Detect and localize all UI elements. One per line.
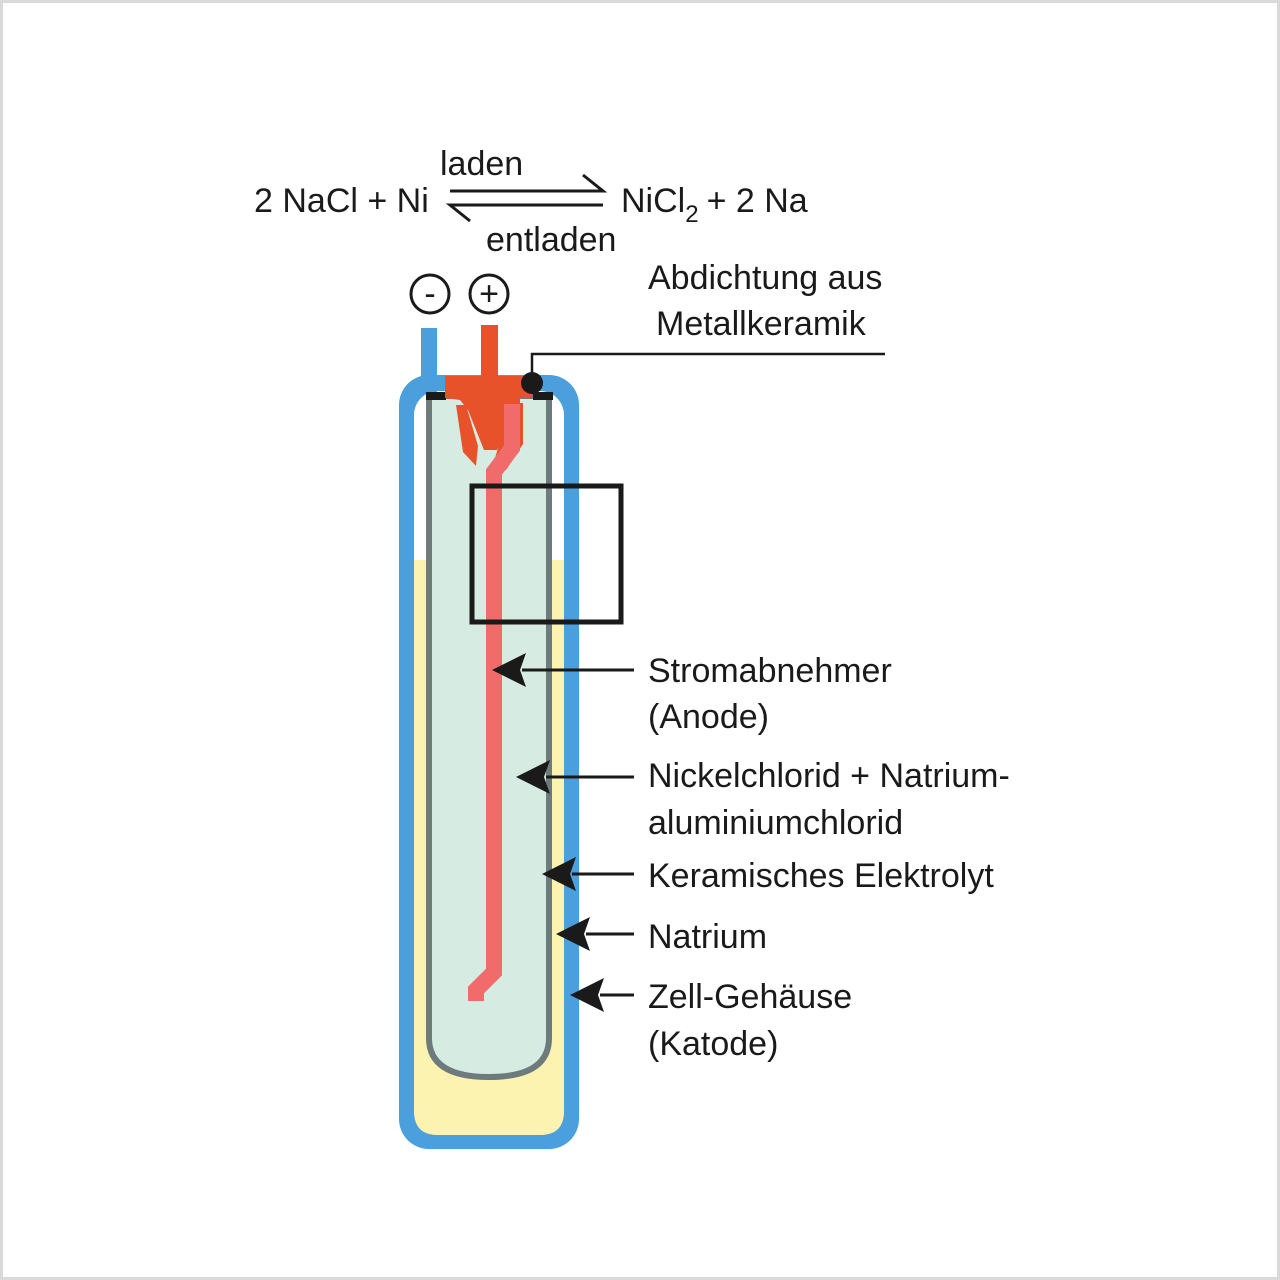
terminal-negative-symbol: - xyxy=(409,273,451,315)
negative-lead xyxy=(421,328,437,392)
nickel-chloride-label-line1: Nickelchlorid + Natrium- xyxy=(648,757,1010,795)
seal-label-line1: Abdichtung aus xyxy=(648,259,882,297)
equation-charge-label: laden xyxy=(440,145,523,183)
equilibrium-arrows-icon xyxy=(445,173,608,223)
terminal-positive-label: + xyxy=(479,275,499,313)
detail-highlight-box xyxy=(469,483,624,625)
equation-right-rest: + 2 Na xyxy=(707,182,808,220)
seal-cap-left xyxy=(426,392,446,400)
seal-leader-line xyxy=(530,352,885,383)
seal-label-line2: Metallkeramik xyxy=(656,305,867,343)
pointer-arrows xyxy=(492,653,634,1012)
electrolyte-arrow-icon xyxy=(542,857,634,891)
equation-discharge-label: entladen xyxy=(486,221,616,259)
housing-arrow-icon xyxy=(570,978,634,1012)
seal-cap-right xyxy=(533,392,553,400)
housing-label-line1: Zell-Gehäuse xyxy=(648,978,852,1016)
collector-label-line2: (Anode) xyxy=(648,698,769,736)
equation-nicl: NiCl xyxy=(621,182,685,220)
sodium-label: Natrium xyxy=(648,918,767,956)
nickel-chloride-arrow-icon xyxy=(516,760,634,794)
terminal-negative-label: - xyxy=(424,275,435,313)
sodium-arrow-icon xyxy=(556,917,634,951)
equation-subscript: 2 xyxy=(685,201,698,228)
equation-left-side: 2 NaCl + Ni xyxy=(254,182,429,220)
nickel-chloride-label-line2: aluminiumchlorid xyxy=(648,804,903,842)
collector-label-line1: Stromabnehmer xyxy=(648,652,892,690)
terminal-positive-symbol: + xyxy=(468,273,510,315)
housing-label-line2: (Katode) xyxy=(648,1025,778,1063)
reaction-equation: 2 NaCl + Ni laden entladen NiCl2 + 2 Na xyxy=(254,145,808,259)
svg-text:NiCl2+ 2 Na: NiCl2 + 2 Na xyxy=(621,182,808,228)
collector-arrow-icon xyxy=(492,653,634,687)
current-collector-anode xyxy=(468,404,520,1001)
electrolyte-label: Keramisches Elektrolyt xyxy=(648,857,994,895)
